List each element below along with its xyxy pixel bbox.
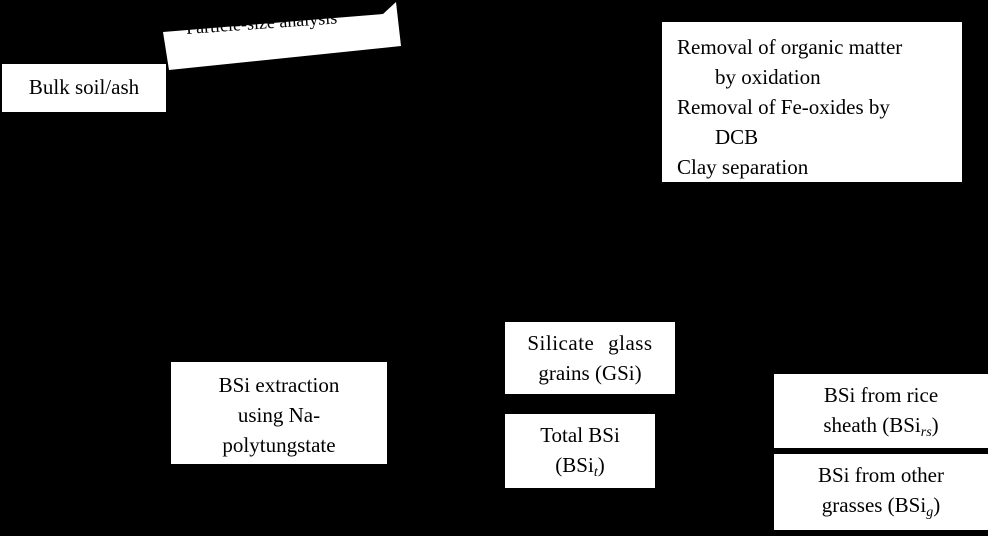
rice-subscript: rs	[920, 425, 932, 440]
total-line-2: (BSit)	[505, 450, 655, 480]
pretreatment-step-organic: Removal of organic matter	[677, 35, 903, 59]
bsi-rice-sheath-box: BSi from rice sheath (BSirs)	[774, 374, 988, 448]
pretreatment-box: Removal of organic matter by oxidation R…	[662, 22, 962, 182]
rice-suffix: )	[931, 413, 939, 437]
bsi-other-grasses-box: BSi from other grasses (BSig)	[774, 454, 988, 530]
rice-line-2: sheath (BSirs)	[774, 410, 988, 440]
pretreatment-step-organic-detail: by oxidation	[715, 65, 821, 89]
total-subscript: t	[593, 465, 598, 480]
bulk-soil-label: Bulk soil/ash	[28, 75, 140, 99]
extraction-line-1: BSi extraction	[218, 373, 340, 397]
total-suffix: )	[597, 453, 605, 477]
particle-size-banner	[163, 2, 401, 70]
rice-prefix: sheath (BSi	[823, 413, 921, 437]
total-bsi-box: Total BSi (BSit)	[505, 414, 655, 488]
total-prefix: (BSi	[555, 453, 594, 477]
pretreatment-step-clay: Clay separation	[677, 155, 809, 179]
pretreatment-step-fe-oxides: Removal of Fe-oxides by	[677, 95, 890, 119]
total-line-1: Total BSi	[540, 423, 620, 447]
bsi-extraction-box: BSi extraction using Na- polytungstate	[171, 362, 387, 464]
bulk-soil-box: Bulk soil/ash	[2, 64, 166, 112]
extraction-line-3: polytungstate	[222, 433, 336, 457]
grasses-prefix: grasses (BSi	[821, 493, 927, 517]
grasses-line-2: grasses (BSig)	[774, 490, 988, 520]
rice-line-1: BSi from rice	[823, 383, 939, 407]
extraction-line-2: using Na-	[237, 403, 321, 427]
grasses-line-1: BSi from other	[818, 463, 944, 487]
glass-line-1: Silicate glass	[527, 331, 653, 355]
silicate-glass-box: Silicate glass grains (GSi)	[505, 322, 675, 394]
glass-line-2: grains (GSi)	[538, 361, 642, 385]
pretreatment-step-fe-oxides-detail: DCB	[715, 125, 759, 149]
grasses-subscript: g	[926, 505, 934, 520]
grasses-suffix: )	[933, 493, 941, 517]
